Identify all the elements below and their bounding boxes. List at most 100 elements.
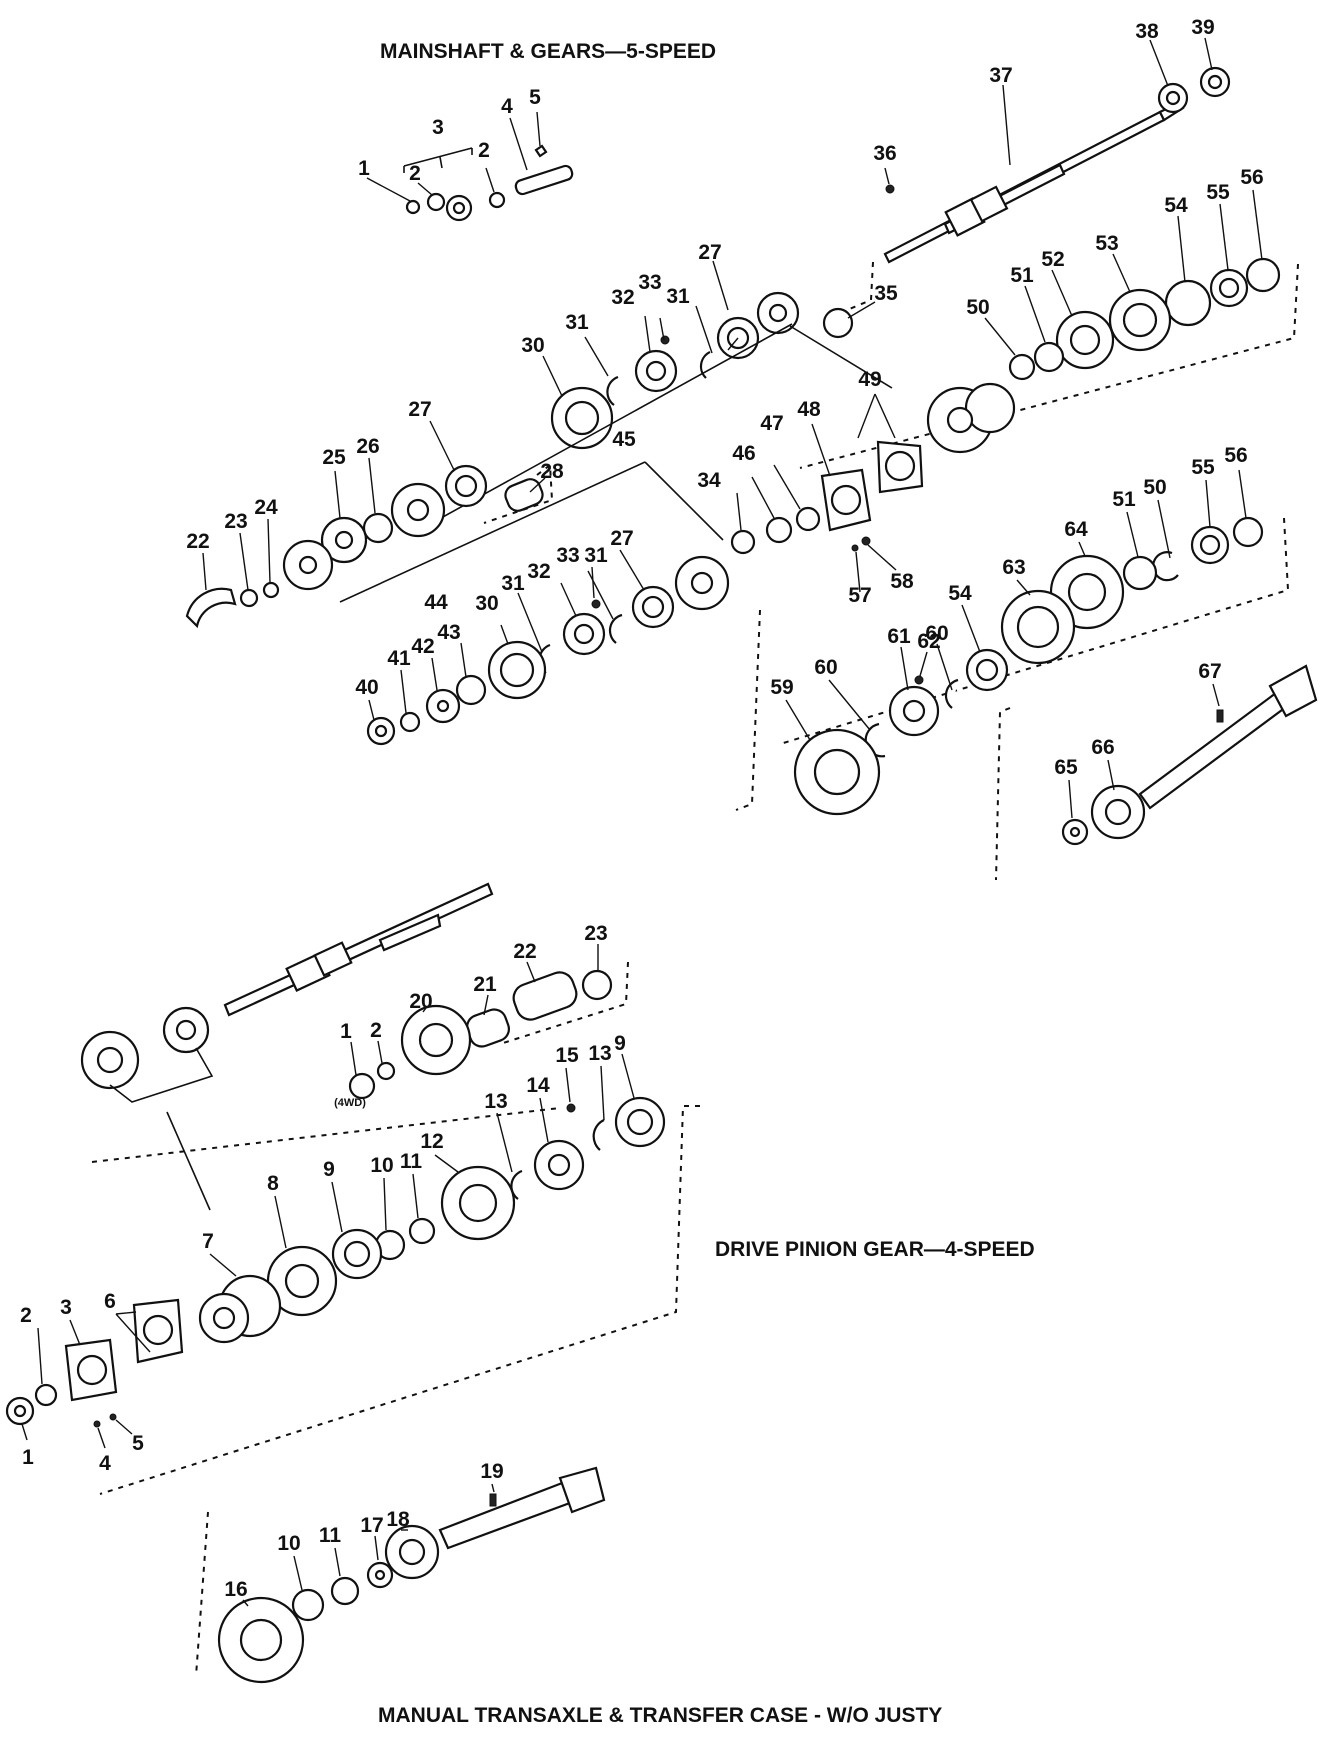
callout-23: 23 [224, 510, 247, 533]
part-56-bearing-b [1232, 516, 1264, 548]
callout-2-b: 2 [478, 139, 490, 162]
mainshaft-37 [883, 84, 1185, 264]
callout-b4: 4 [99, 1452, 111, 1475]
part-31-snap-ring-c [608, 613, 623, 644]
right-gear-row [984, 189, 1281, 381]
callout-27-b: 27 [408, 398, 431, 421]
callout-52: 52 [1041, 248, 1064, 271]
callout-b10: 10 [370, 1154, 393, 1177]
label-4wd: (4WD) [334, 1097, 366, 1109]
part-33-key-b [591, 599, 601, 609]
part-11-bushing [408, 1217, 436, 1245]
lower-gear-row [366, 549, 730, 746]
callout-56-b: 56 [1224, 444, 1247, 467]
callout-40: 40 [355, 676, 378, 699]
callout-b11: 11 [400, 1150, 423, 1173]
part-23-ring-b [581, 969, 613, 1001]
callout-34: 34 [697, 469, 721, 492]
part-13-snap-ring-b [510, 1169, 523, 1200]
callout-b2: 2 [370, 1019, 382, 1042]
part-26-bearing [362, 512, 394, 544]
callout-38: 38 [1135, 20, 1159, 43]
part-22-sleeve-b [512, 971, 578, 1021]
callout-31-c: 31 [584, 544, 608, 567]
callout-b9-b: 9 [323, 1158, 335, 1181]
left-gear-row [185, 420, 546, 629]
callout-49: 49 [858, 368, 881, 391]
part-54-ring [1164, 279, 1212, 327]
callout-22: 22 [186, 530, 209, 553]
fifth-gear-group [785, 469, 1264, 816]
callout-53: 53 [1095, 232, 1118, 255]
callout-36: 36 [873, 142, 896, 165]
callout-32: 32 [611, 286, 634, 309]
callout-47: 47 [760, 412, 783, 435]
part-67-shaft [1138, 688, 1292, 810]
bracket-44-b [644, 461, 724, 541]
guide-box-right [799, 263, 1299, 469]
part-2-washer-c [376, 1061, 396, 1081]
callout-66: 66 [1091, 736, 1114, 759]
part-2-washer-b [488, 191, 506, 209]
title-mainshaft-5-speed: MAINSHAFT & GEARS—5-SPEED [380, 40, 716, 63]
callout-26: 26 [356, 435, 379, 458]
drive-pinion-shaft [223, 882, 494, 1017]
callout-60-b: 60 [925, 622, 948, 645]
callout-b7: 7 [202, 1230, 214, 1253]
callout-31: 31 [666, 285, 690, 308]
guide-line [846, 261, 874, 311]
callout-2: 2 [409, 162, 421, 185]
upper-gear-row [542, 260, 876, 450]
callout-b19: 19 [480, 1460, 503, 1483]
callout-b10-b: 10 [277, 1532, 300, 1555]
callout-b1: 1 [340, 1020, 352, 1043]
part-4-pin [93, 1420, 101, 1428]
part-50-snap-ring-b [1152, 551, 1179, 582]
callout-b20: 20 [409, 990, 432, 1013]
bracket-3 [403, 147, 473, 173]
callout-54: 54 [1164, 194, 1188, 217]
part-36-key [885, 184, 895, 194]
callout-b23: 23 [584, 922, 607, 945]
callout-31-b: 31 [565, 311, 589, 334]
callout-55-b: 55 [1191, 456, 1215, 479]
callout-b8: 8 [267, 1172, 279, 1195]
title-transaxle-transfer-case: MANUAL TRANSAXLE & TRANSFER CASE - W/O J… [378, 1704, 942, 1727]
callout-58: 58 [890, 570, 914, 593]
callout-63: 63 [1002, 556, 1025, 579]
callout-64: 64 [1064, 518, 1088, 541]
callout-32-b: 32 [527, 560, 550, 583]
callout-65: 65 [1054, 756, 1078, 779]
part-5-ball [109, 1413, 117, 1421]
callout-35: 35 [874, 282, 898, 305]
part-31-snap-ring-b [606, 375, 619, 406]
callout-b18: 18 [386, 1508, 410, 1531]
callout-b16: 16 [224, 1578, 247, 1601]
callout-55: 55 [1206, 181, 1230, 204]
callout-42: 42 [411, 635, 434, 658]
callout-b2-b: 2 [20, 1304, 32, 1327]
part-23-nut [239, 588, 259, 608]
part-67-key [1216, 709, 1224, 723]
callout-30: 30 [521, 334, 544, 357]
part-58-ball [861, 536, 871, 546]
part-19-shaft [438, 1478, 580, 1550]
callout-41: 41 [387, 647, 411, 670]
pinion-gear-row-upper [80, 944, 613, 1211]
callout-3: 3 [432, 116, 444, 139]
idler-parts-group [366, 111, 574, 222]
callout-b21: 21 [473, 973, 497, 996]
part-28-bushing [504, 478, 544, 512]
part-35-bushing [822, 307, 854, 339]
callout-b6: 6 [104, 1290, 116, 1313]
guide-box-lower-right [735, 517, 1290, 811]
part-3-gear-hub [452, 201, 466, 215]
callout-5: 5 [529, 86, 541, 109]
callout-39: 39 [1191, 16, 1214, 39]
callout-37: 37 [989, 64, 1012, 87]
callout-48: 48 [797, 398, 821, 421]
part-1-snap-ring [405, 199, 421, 215]
callout-56: 56 [1240, 166, 1263, 189]
